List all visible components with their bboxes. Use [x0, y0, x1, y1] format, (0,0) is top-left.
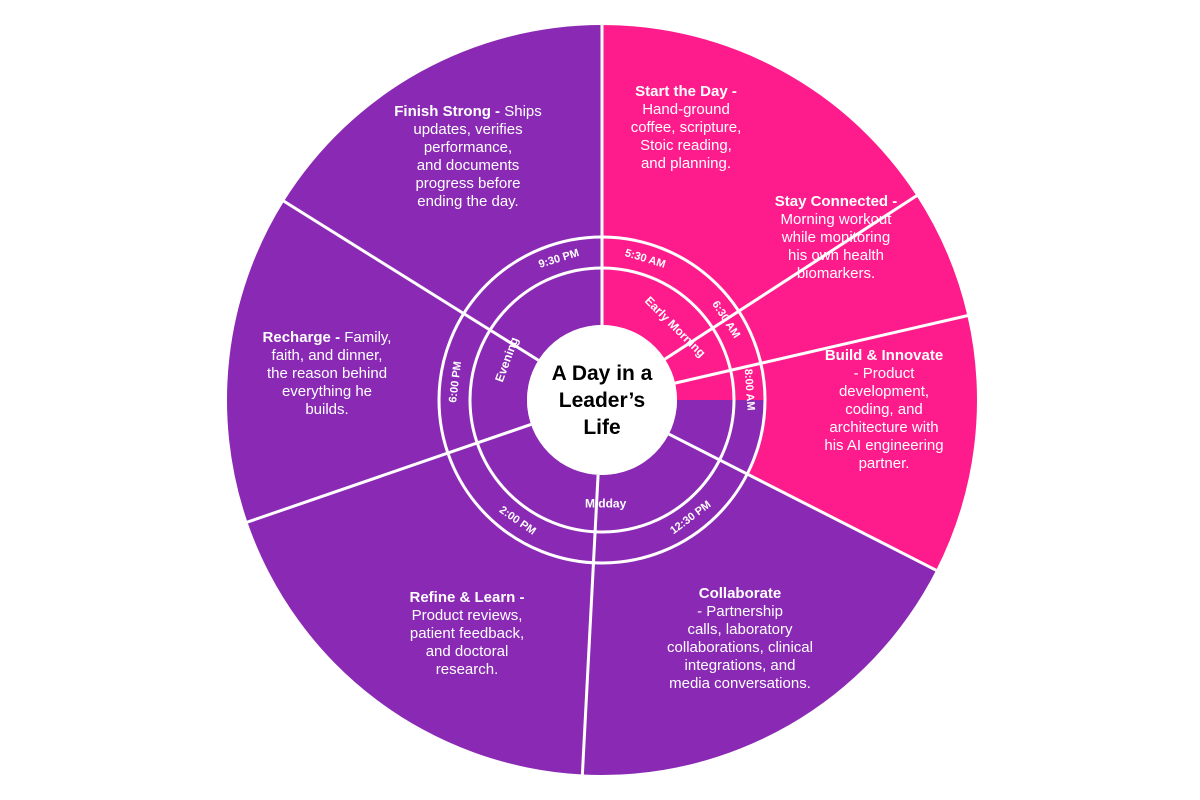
segment-description: research.: [436, 661, 499, 678]
segment-description: development,: [839, 383, 929, 400]
phase-ring-rest: [470, 268, 734, 532]
segment-description: integrations, and: [685, 657, 796, 674]
segment-description: progress before: [415, 175, 520, 192]
segment-description: his own health: [788, 247, 884, 264]
segment-divider: [243, 422, 532, 525]
center-title-line: Leader’s: [559, 389, 645, 412]
time-label-8-00-am: 8:00 AM: [742, 368, 757, 411]
segment-title: Stay Connected -: [775, 193, 898, 210]
segment-finish-strong: [283, 25, 602, 314]
segment-title: Build & Innovate: [825, 347, 943, 364]
segment-description: Product reviews,: [412, 607, 523, 624]
segment-label-recharge: Recharge - Family,faith, and dinner,the …: [263, 329, 392, 418]
segment-description: Hand-ground: [642, 101, 730, 118]
dividers: [243, 21, 972, 779]
segment-description: coding, and: [845, 401, 923, 418]
segment-divider: [664, 192, 921, 361]
segment-description: - Product: [854, 365, 916, 382]
phase-ring-early-morning: [602, 268, 734, 400]
segment-title: Refine & Learn -: [409, 589, 524, 606]
segment-recharge: [226, 201, 464, 523]
center-circle: [527, 325, 677, 475]
segment-description: builds.: [305, 401, 348, 418]
segment-description: ending the day.: [417, 193, 518, 210]
segment-description: while monitoring: [781, 229, 890, 246]
segment-stay-connected: [738, 195, 968, 364]
segment-label-refine-learn: Refine & Learn -Product reviews,patient …: [409, 589, 524, 678]
segment-build-innovate: [747, 315, 977, 571]
segment-divider: [668, 432, 941, 574]
segment-title: Recharge -: [263, 329, 345, 346]
segment-description: and planning.: [641, 155, 731, 172]
segment-description: everything he: [282, 383, 372, 400]
time-ring-morning: [602, 237, 765, 400]
segment-description: calls, laboratory: [687, 621, 793, 638]
time-ring: [439, 237, 765, 563]
phase-label-midday: Midday: [585, 496, 627, 510]
segment-description: - Partnership: [697, 603, 783, 620]
segment-description: architecture with: [829, 419, 938, 436]
phase-ring: [470, 268, 734, 532]
segment-start-the-day: [602, 25, 917, 312]
segment-description: Stoic reading,: [640, 137, 732, 154]
segment-divider: [279, 197, 540, 362]
ring-border: [437, 235, 767, 565]
segment-description: faith, and dinner,: [272, 347, 383, 364]
ring-border: [468, 266, 736, 534]
segment-description: and documents: [417, 157, 520, 174]
segment-description: updates, verifies: [413, 121, 522, 138]
segment-description: patient feedback,: [410, 625, 524, 642]
center-title-line: Life: [583, 416, 620, 439]
segment-divider: [674, 313, 972, 385]
segment-description: performance,: [424, 139, 512, 156]
segment-description: and doctoral: [426, 643, 509, 660]
segment-description: collaborations, clinical: [667, 639, 813, 656]
segment-divider: [580, 474, 600, 779]
segment-title: Start the Day -: [635, 83, 737, 100]
segment-description: his AI engineering: [824, 437, 943, 454]
center-title-line: A Day in a: [552, 362, 653, 385]
segment-description: coffee, scripture,: [631, 119, 742, 136]
segment-description: Ships: [504, 103, 542, 120]
segment-description: media conversations.: [669, 675, 811, 692]
time-label-6-00-pm: 6:00 PM: [447, 361, 464, 404]
segment-title: Finish Strong -: [394, 103, 504, 120]
segment-title: Collaborate: [699, 585, 782, 602]
segment-description: the reason behind: [267, 365, 387, 382]
segment-description: Family,: [344, 329, 391, 346]
segment-description: Morning workout: [781, 211, 893, 228]
segment-description: biomarkers.: [797, 265, 875, 282]
segment-description: partner.: [859, 455, 910, 472]
